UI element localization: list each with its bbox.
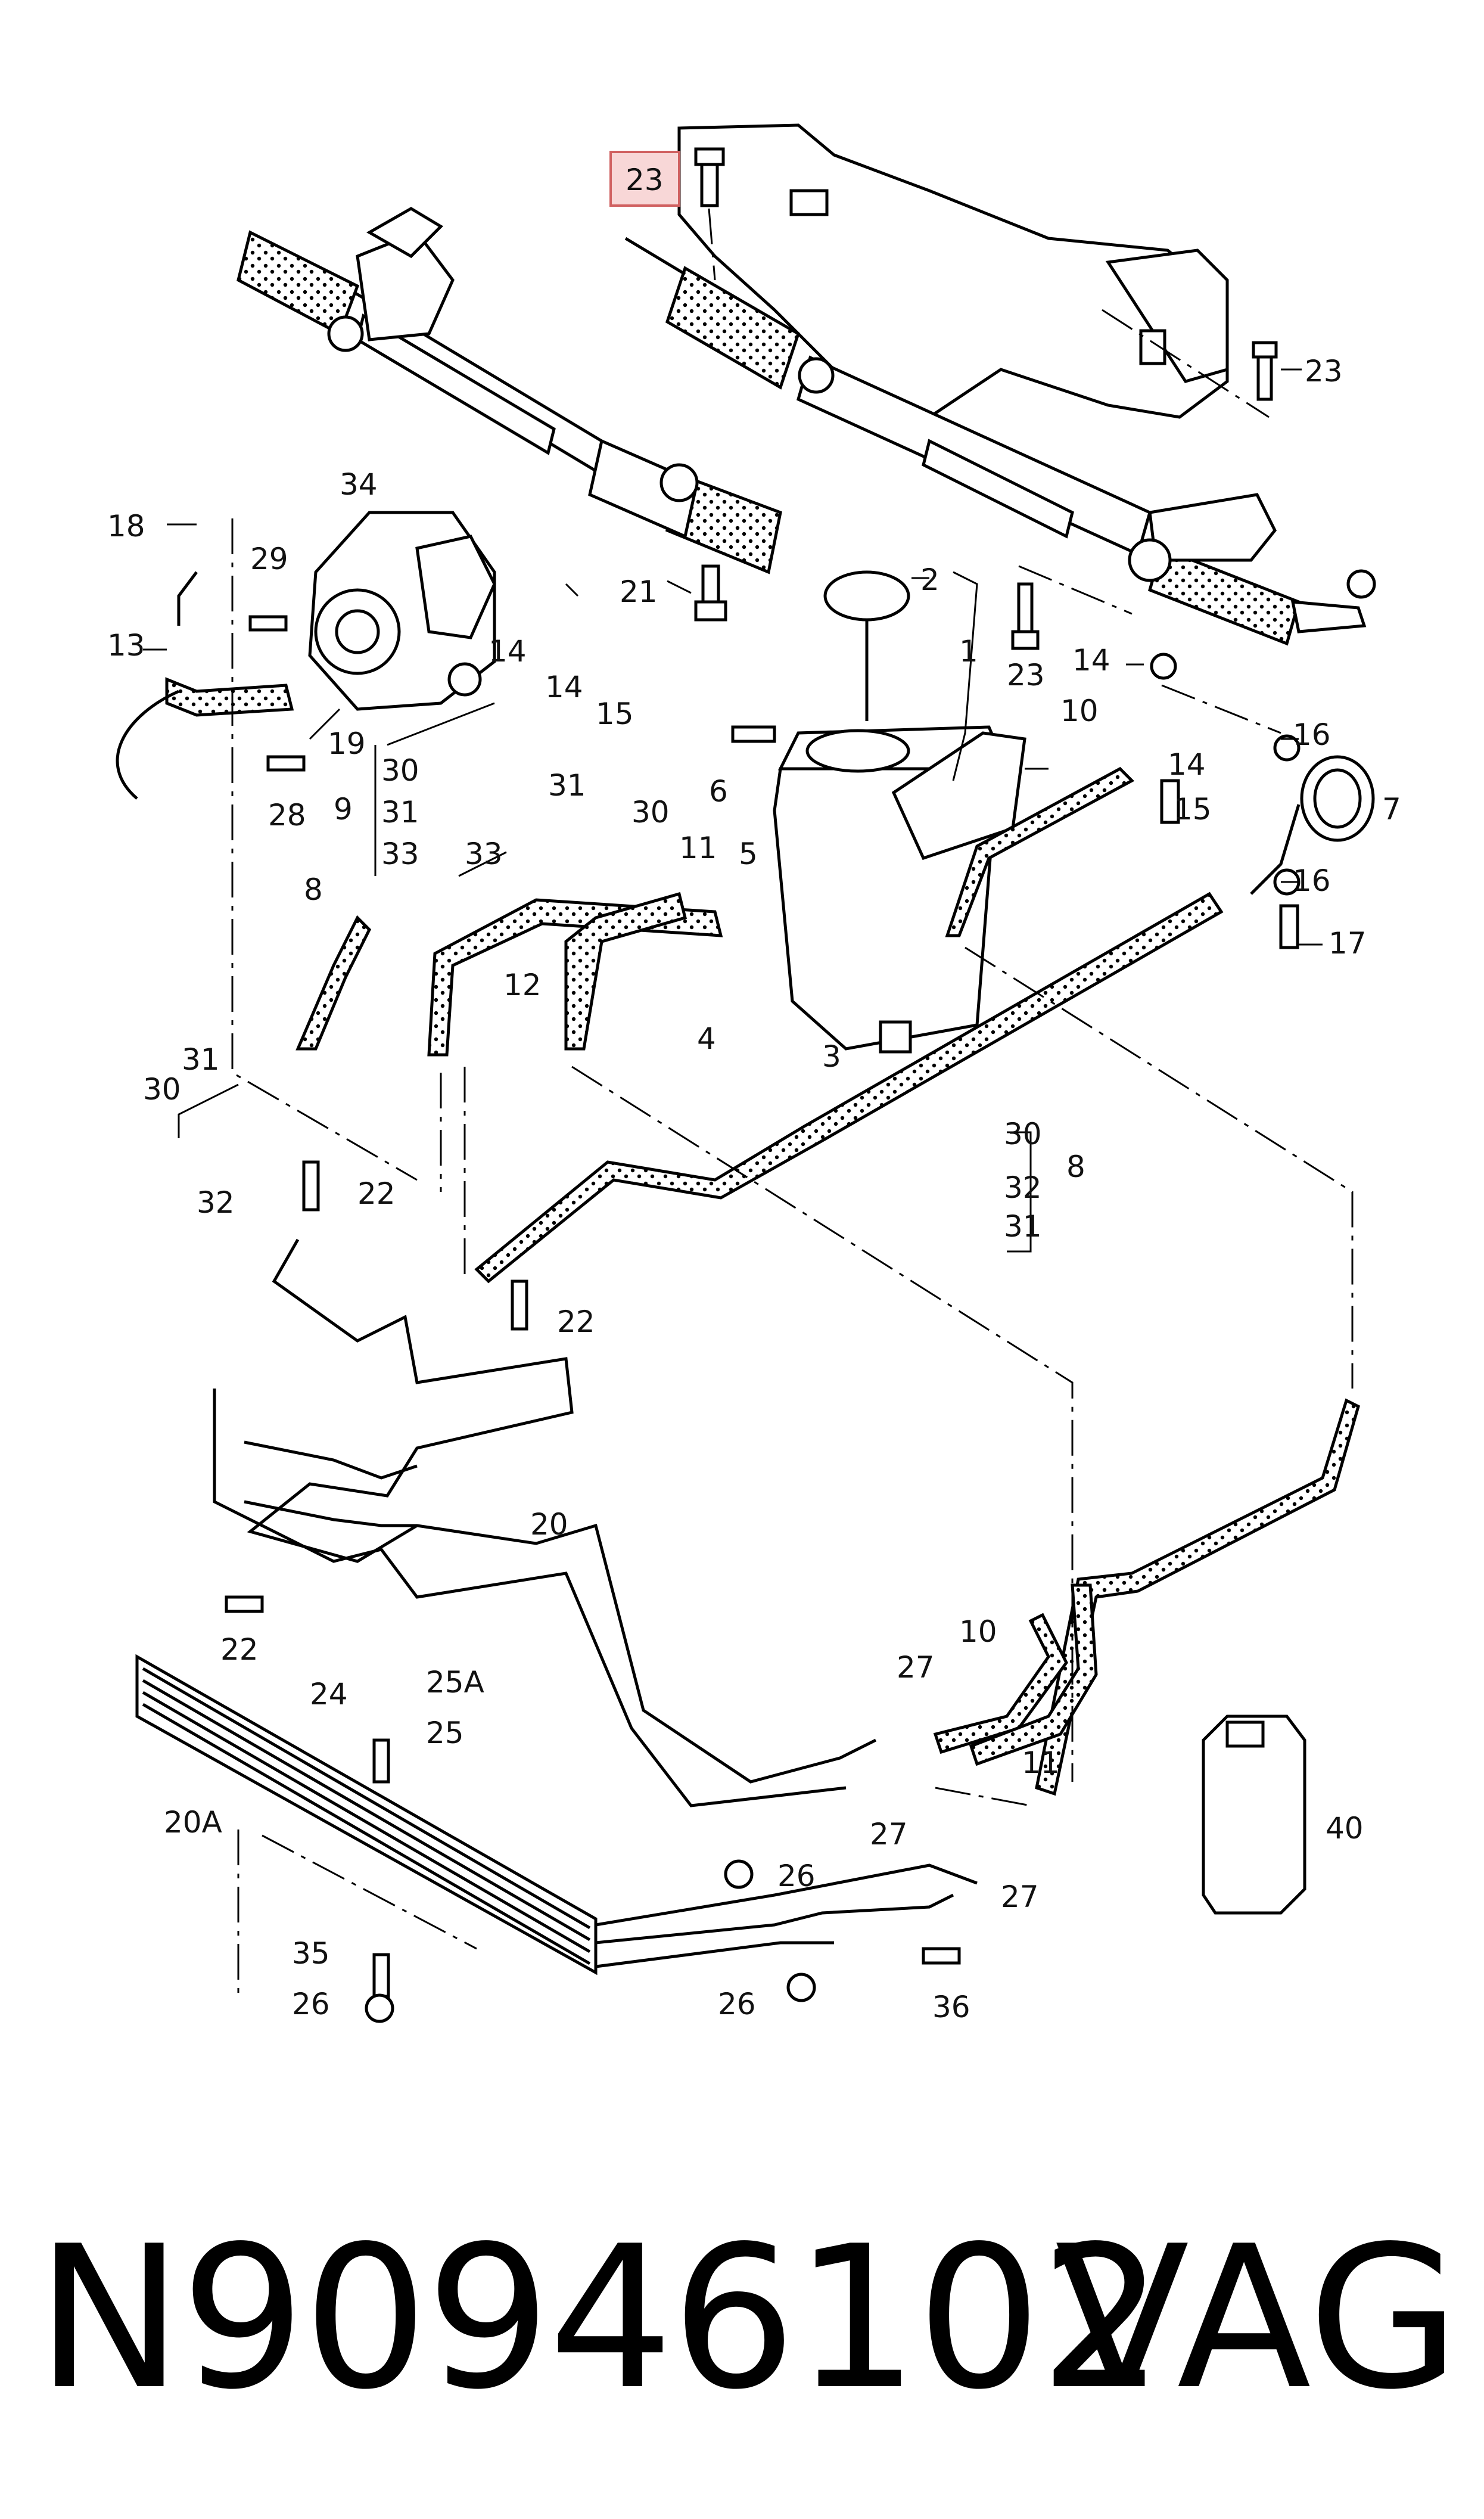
callout-label: 33 (465, 837, 503, 871)
callout-label: 7 (1382, 792, 1401, 827)
callout-label: 22 (220, 1632, 259, 1667)
callout-label: 20A (164, 1805, 222, 1840)
highlight-box (609, 151, 680, 207)
callout-label: 31 (1004, 1209, 1042, 1244)
callout-label: 27 (897, 1650, 935, 1685)
brand-name: VAG (1054, 2204, 1460, 2433)
callout-label: 14 (1072, 643, 1110, 678)
callout-label: 11 (679, 831, 717, 865)
callout-label: 1 (959, 634, 978, 669)
callout-label: 30 (631, 795, 670, 830)
subframe-shield (677, 123, 1229, 419)
callout-label: 30 (143, 1072, 181, 1107)
callout-label: 40 (1326, 1811, 1364, 1846)
callout-label: 23 (1305, 354, 1343, 389)
callout-label: 8 (304, 872, 323, 907)
callout-label: 22 (357, 1176, 396, 1211)
reference-lines (231, 208, 1354, 1996)
callout-label: 26 (718, 1987, 756, 2021)
callout-label: 18 (107, 509, 145, 543)
callout-label: 10 (1060, 694, 1099, 728)
callout-label: 26 (777, 1859, 816, 1893)
callout-label: 8 (1066, 1150, 1085, 1184)
callout-label: 3 (822, 1039, 841, 1074)
callout-label: 6 (709, 774, 728, 809)
callout-label: 10 (959, 1614, 997, 1649)
parts-diagram: 23 23 23 34 18 29 13 21 2 1 14 14 14 14 … (107, 123, 1401, 2024)
callout-label: 21 (620, 574, 658, 609)
callout-label: 4 (697, 1021, 716, 1056)
callout-label: 26 (292, 1987, 330, 2021)
callout-label: 30 (1004, 1117, 1042, 1151)
callout-label: 28 (268, 798, 306, 833)
fluid-reservoir (773, 570, 1026, 1054)
oil-cooler (135, 1654, 598, 1976)
footer: N90946102 VAG (0, 2193, 1484, 2443)
bolts (225, 147, 1301, 2023)
callout-label: 15 (596, 697, 634, 731)
power-steering-pump (308, 511, 496, 711)
callout-label: 27 (1001, 1880, 1039, 1914)
callout-label: 14 (1168, 747, 1206, 782)
oil-can (1202, 1714, 1306, 1915)
callout-label: 36 (932, 1990, 970, 2024)
dotted-hoses (116, 571, 1360, 1796)
callout-label: 15 (1174, 792, 1212, 827)
callout-label: 11 (1022, 1745, 1060, 1780)
callout-label: 35 (292, 1936, 330, 1971)
cooling-pipes (213, 1238, 978, 1968)
callout-label: 2 (920, 563, 939, 597)
cooler-coil (1250, 755, 1375, 895)
callout-label: 5 (739, 837, 758, 871)
leader-lines (143, 368, 1323, 1253)
callout-label: 27 (870, 1817, 908, 1852)
callout-label: 14 (489, 634, 527, 669)
callout-label: 16 (1293, 718, 1331, 752)
callout-label: 12 (503, 968, 542, 1002)
callout-label: 23 (1007, 658, 1045, 692)
steering-rack-rear (237, 207, 782, 574)
callout-label: 19 (328, 726, 366, 761)
callout-label: 9 (334, 792, 353, 827)
callout-label: 24 (310, 1677, 348, 1712)
callout-label: 16 (1293, 864, 1331, 898)
callout-label: 25A (426, 1665, 484, 1700)
callout-label: 30 (381, 753, 419, 788)
callout-label: 32 (197, 1185, 235, 1220)
callout-label: 31 (548, 768, 586, 803)
callout-label: 23 (626, 163, 664, 197)
steering-rack-front (624, 237, 1376, 646)
part-number: N90946102 (36, 2204, 1165, 2433)
callout-labels: 23 23 23 34 18 29 13 21 2 1 14 14 14 14 … (107, 163, 1401, 2024)
callout-label: 17 (1329, 926, 1367, 961)
callout-label: 14 (545, 670, 583, 704)
callout-label: 22 (557, 1304, 595, 1339)
callout-label: 20 (530, 1507, 568, 1542)
callout-label: 25 (426, 1716, 464, 1750)
callout-label: 31 (182, 1042, 220, 1077)
callout-label: 31 (381, 795, 419, 830)
callout-label: 32 (1004, 1170, 1042, 1205)
callout-label: 33 (381, 837, 419, 871)
callout-label: 29 (250, 542, 288, 576)
callout-label: 13 (107, 628, 145, 663)
callout-label: 34 (340, 467, 378, 502)
